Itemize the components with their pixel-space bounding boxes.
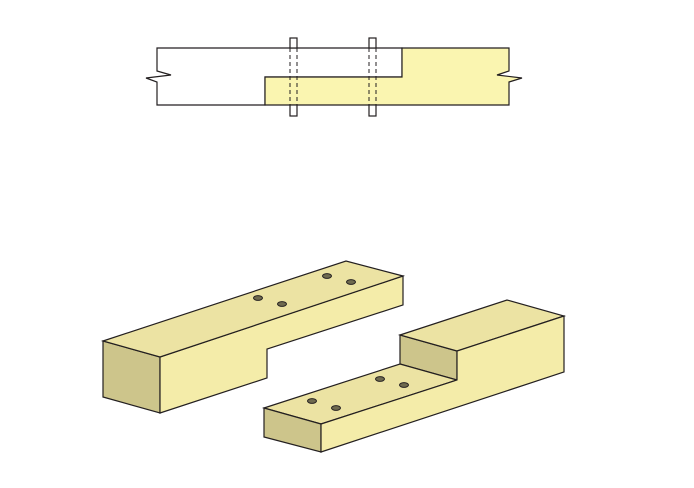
left-member-dowel-hole-3 [322, 273, 332, 279]
right-member-dowel-hole-1 [307, 398, 317, 404]
dowel-pin-2-cap-bottom [368, 104, 377, 117]
dowel-pin-1 [289, 37, 298, 117]
right-member-dowel-hole-3 [375, 376, 385, 382]
dowel-pin-2 [368, 37, 377, 117]
left-member-top-face [100, 260, 406, 358]
dowel-pin-1-cap-bottom [289, 104, 298, 117]
right-member-elevation [264, 47, 523, 106]
joint-elevation-view [145, 37, 523, 117]
right-member-dowel-hole-4 [399, 382, 409, 388]
left-member-dowel-hole-1 [253, 295, 263, 301]
left-member-dowel-hole-2 [277, 301, 287, 307]
dowel-pin-2-cap-top [368, 37, 377, 49]
dowel-pin-1-cap-top [289, 37, 298, 49]
left-member-dowel-hole-4 [346, 279, 356, 285]
left-member-isometric [100, 260, 406, 414]
right-member-isometric [261, 299, 567, 453]
right-member-dowel-hole-2 [331, 405, 341, 411]
right-member-side-face [320, 315, 565, 453]
